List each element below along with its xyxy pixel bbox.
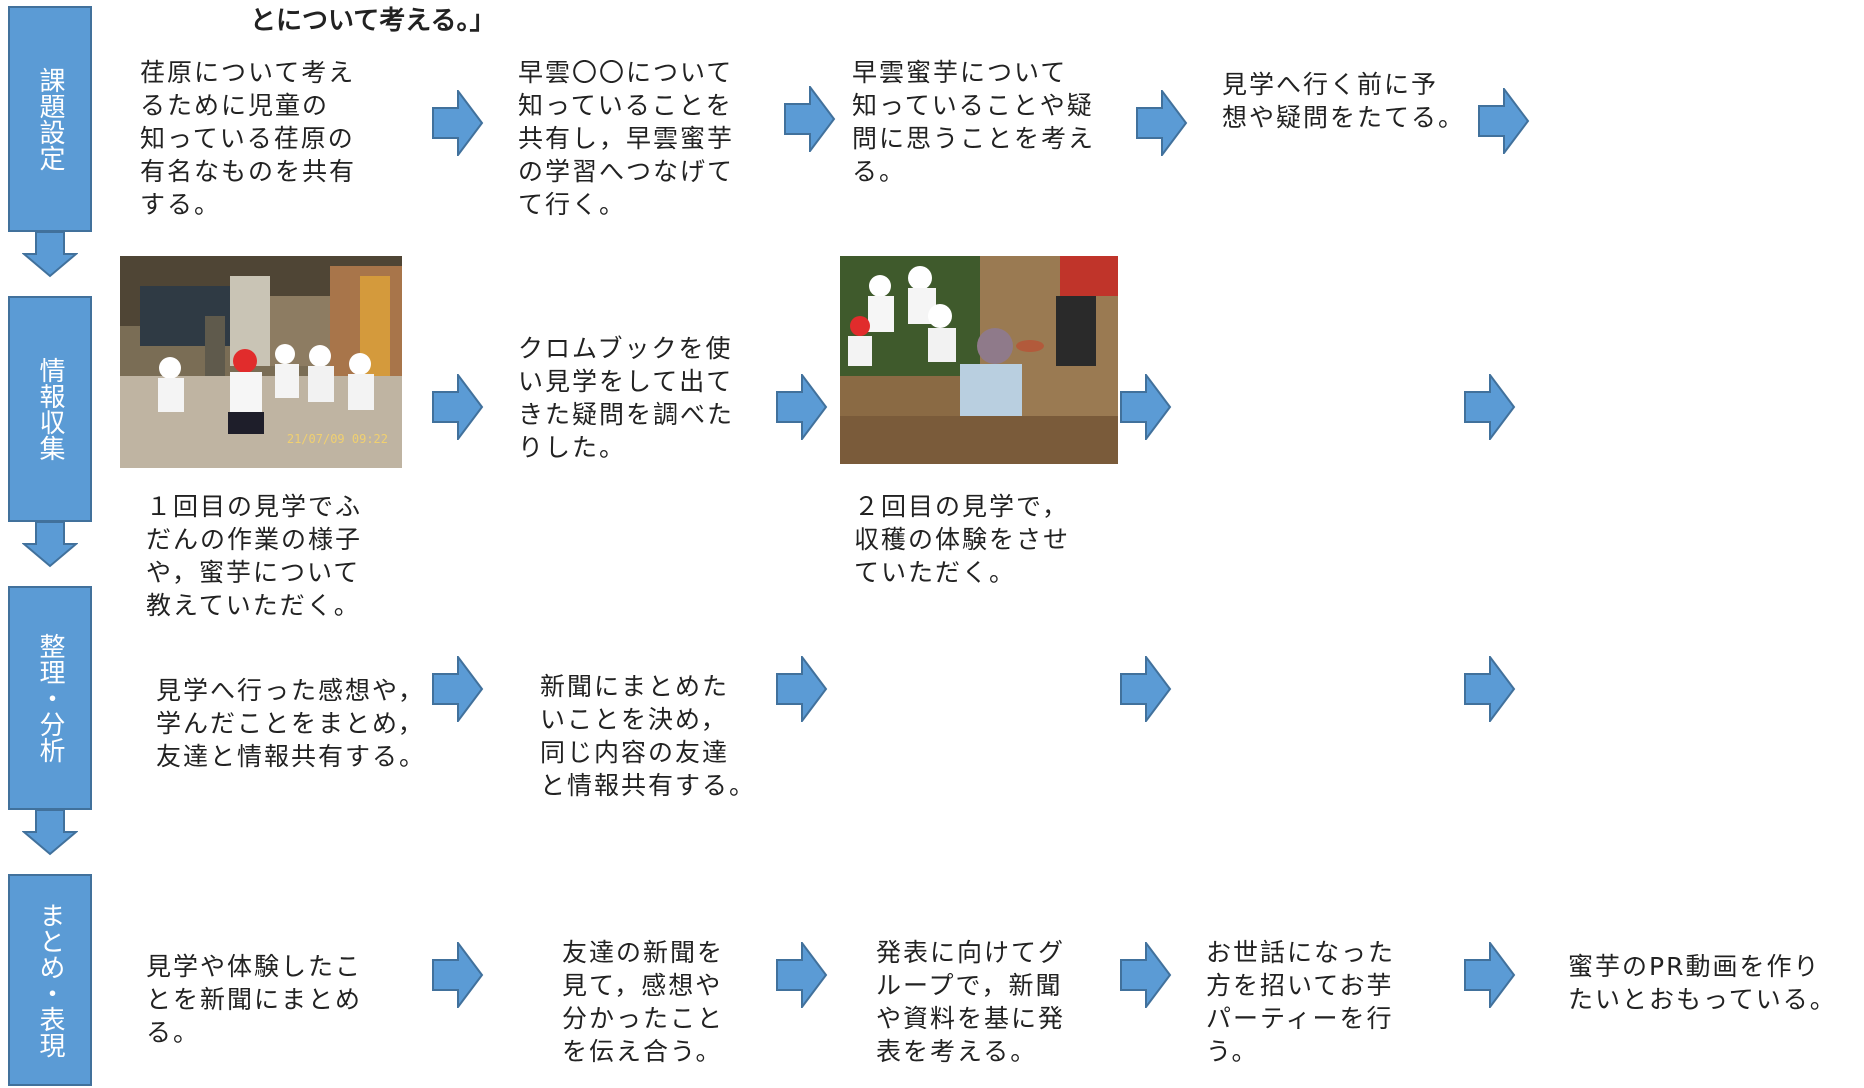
stage-label: 課題設定 — [35, 67, 65, 171]
right-arrow-icon — [1136, 90, 1188, 156]
photo-first-visit: 21/07/09 09:22 — [120, 256, 402, 468]
right-arrow-icon — [432, 90, 484, 156]
stage-kadai-settei: 課題設定 — [8, 6, 92, 232]
stage-matome-hyogen: まとめ・表現 — [8, 874, 92, 1086]
step-text: 早雲〇〇について 知っていることを 共有し，早雲蜜芋 の学習へつなげて て行く。 — [518, 58, 735, 219]
photo-harvest-experience — [840, 256, 1118, 464]
down-arrow-icon — [22, 522, 78, 568]
step-text: 見学へ行った感想や， 学んだことをまとめ， 友達と情報共有する。 — [156, 676, 427, 771]
stage-label: 情報収集 — [35, 357, 65, 461]
right-arrow-icon — [776, 942, 828, 1008]
down-arrow-icon — [22, 810, 78, 856]
right-arrow-icon — [1464, 374, 1516, 440]
right-arrow-icon — [1464, 942, 1516, 1008]
photo-date-stamp: 21/07/09 09:22 — [286, 432, 388, 446]
stage-label: まとめ・表現 — [35, 902, 65, 1058]
step-text: お世話になった 方を招いてお芋 パーティーを行 う。 — [1206, 938, 1396, 1066]
step-text: 見学へ行く前に予 想や疑問をたてる。 — [1222, 70, 1466, 132]
right-arrow-icon — [776, 374, 828, 440]
right-arrow-icon — [432, 656, 484, 722]
down-arrow-icon — [22, 232, 78, 278]
right-arrow-icon — [1120, 656, 1172, 722]
right-arrow-icon — [784, 86, 836, 152]
stage-seiri-bunseki: 整理・分析 — [8, 586, 92, 810]
right-arrow-icon — [1464, 656, 1516, 722]
right-arrow-icon — [1120, 942, 1172, 1008]
step-text: 発表に向けてグ ループで，新聞 や資料を基に発 表を考える。 — [876, 938, 1066, 1066]
right-arrow-icon — [432, 942, 484, 1008]
step-text: 友達の新聞を 見て，感想や 分かったこと を伝え合う。 — [562, 938, 725, 1066]
right-arrow-icon — [1120, 374, 1172, 440]
step-text: 早雲蜜芋について 知っていることや疑 問に思うことを考え る。 — [852, 58, 1096, 186]
right-arrow-icon — [776, 656, 828, 722]
diagram-title: とについて考える。」 — [250, 6, 496, 36]
step-text: 新聞にまとめた いことを決め， 同じ内容の友達 と情報共有する。 — [540, 672, 757, 800]
step-text: クロムブックを使 い見学をして出て きた疑問を調べた りした。 — [518, 334, 735, 462]
photo-caption: １回目の見学でふ だんの作業の様子 や，蜜芋について 教えていただく。 — [146, 492, 363, 620]
right-arrow-icon — [432, 374, 484, 440]
step-text: 荏原について考え るために児童の 知っている荏原の 有名なものを共有 する。 — [140, 58, 357, 219]
step-text: 蜜芋のPR動画を作り たいとおもっている。 — [1568, 952, 1837, 1014]
stage-joho-shushu: 情報収集 — [8, 296, 92, 522]
step-text: 見学や体験したこ とを新聞にまとめ る。 — [146, 952, 363, 1047]
stage-label: 整理・分析 — [35, 633, 65, 763]
right-arrow-icon — [1478, 88, 1530, 154]
photo-caption: ２回目の見学で， 収穫の体験をさせ ていただく。 — [854, 492, 1071, 587]
